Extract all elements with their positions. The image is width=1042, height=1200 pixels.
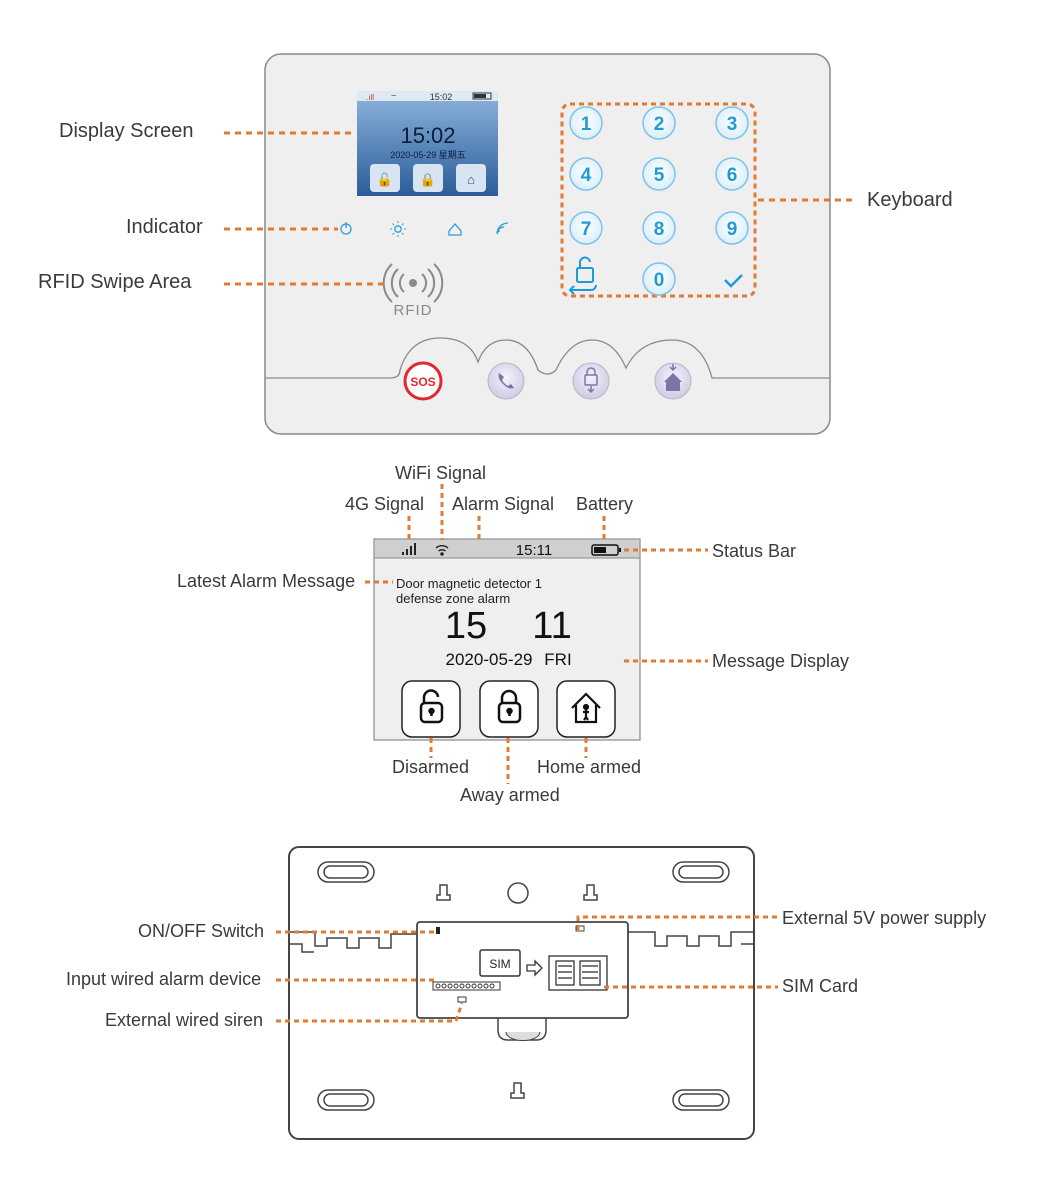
key-9-label: 9 — [727, 219, 738, 240]
svg-text:⌂: ⌂ — [467, 172, 475, 187]
sos-label: SOS — [410, 375, 435, 389]
key-4-label: 4 — [581, 165, 592, 186]
label-wifi-signal: WiFi Signal — [395, 463, 487, 483]
center-screw-hole — [507, 882, 529, 904]
svg-text:.ıll: .ıll — [366, 93, 374, 102]
disarm-button[interactable] — [401, 680, 461, 738]
power-port — [575, 925, 585, 932]
svg-text:🔒: 🔒 — [420, 172, 436, 187]
key-6[interactable] — [715, 157, 749, 191]
label-rfid: RFID Swipe Area — [38, 271, 192, 293]
home-arm-button[interactable] — [654, 362, 692, 400]
arrow-icon — [526, 959, 543, 977]
phone-icon — [498, 373, 514, 389]
panel-screen-status-time: 15:02 — [430, 92, 453, 102]
key-2[interactable] — [642, 106, 676, 140]
label-disarmed: Disarmed — [392, 757, 470, 777]
mounting-slots — [317, 861, 730, 1111]
label-external-siren: External wired siren — [105, 1010, 264, 1030]
key-0-label: 0 — [654, 270, 665, 291]
locked-icon — [497, 689, 522, 724]
detail-message-line2: defense zone alarm — [396, 591, 510, 606]
away-arm-button[interactable] — [479, 680, 539, 738]
sim-card-graphic — [479, 949, 521, 977]
clip-marks — [436, 884, 598, 1099]
svg-text:🔓: 🔓 — [377, 172, 393, 187]
key-3-label: 3 — [727, 114, 738, 135]
label-display-screen: Display Screen — [59, 120, 194, 142]
key-1-label: 1 — [581, 114, 592, 135]
label-indicator: Indicator — [126, 216, 203, 238]
home-indicator-icon — [448, 223, 462, 236]
label-onoff-switch: ON/OFF Switch — [138, 921, 265, 941]
panel-screen-date: 2020-05-29 星期五 — [390, 150, 466, 160]
signal-indicator-icon — [496, 222, 509, 235]
rfid-text: RFID — [394, 302, 433, 319]
back-panel-diagram: SIM — [276, 846, 778, 1140]
key-7[interactable] — [569, 211, 603, 245]
onoff-switch[interactable] — [436, 927, 440, 934]
sun-indicator-icon — [394, 225, 402, 233]
detail-clock-minutes: 11 — [532, 605, 571, 647]
wifi-icon — [435, 545, 449, 556]
label-4g-signal: 4G Signal — [345, 494, 425, 514]
label-latest-alarm: Latest Alarm Message — [177, 571, 356, 591]
key-9[interactable] — [715, 211, 749, 245]
key-8-label: 8 — [654, 219, 665, 240]
signal-4g-icon — [402, 543, 416, 555]
label-external-power: External 5V power supply — [782, 908, 987, 928]
battery-icon — [591, 544, 621, 556]
indicator-row — [340, 221, 509, 237]
arm-button[interactable] — [572, 362, 610, 400]
detail-status-time: 15:11 — [516, 542, 552, 559]
unlocked-icon — [419, 689, 444, 724]
label-message-display: Message Display — [712, 651, 850, 671]
svg-text:⌔: ⌔ — [390, 93, 398, 102]
key-5[interactable] — [642, 157, 676, 191]
detail-message-line1: Door magnetic detector 1 — [396, 576, 542, 591]
key-5-label: 5 — [654, 165, 665, 186]
terminal-block — [432, 981, 501, 991]
confirm-key-icon[interactable] — [724, 274, 743, 288]
label-sim-card: SIM Card — [782, 976, 859, 996]
home-arm-screen-button[interactable] — [556, 680, 616, 738]
key-4[interactable] — [569, 157, 603, 191]
key-3[interactable] — [715, 106, 749, 140]
label-battery: Battery — [576, 494, 634, 514]
label-home-armed: Home armed — [537, 757, 642, 777]
label-away-armed: Away armed — [460, 785, 560, 805]
detail-clock-hours: 15 — [445, 605, 487, 647]
key-1[interactable] — [569, 106, 603, 140]
panel-bottom-curve — [266, 337, 829, 379]
side-rails — [290, 931, 753, 953]
label-keyboard: Keyboard — [867, 189, 953, 211]
label-input-wired: Input wired alarm device — [66, 969, 262, 989]
label-status-bar: Status Bar — [712, 541, 797, 561]
call-button[interactable] — [487, 362, 525, 400]
label-alarm-signal: Alarm Signal — [452, 494, 555, 514]
detail-weekday: FRI — [544, 650, 571, 669]
home-person-icon — [571, 692, 601, 724]
home-icon — [664, 364, 682, 391]
key-0[interactable] — [642, 262, 676, 296]
panel-body — [264, 53, 831, 435]
panel-screen-clock: 15:02 — [400, 123, 455, 148]
key-2-label: 2 — [654, 114, 665, 135]
front-panel-diagram: 15:02 .ıll ⌔ 15:02 2020-05-29 星期五 🔓 🔒 ⌂ … — [224, 53, 856, 435]
key-8[interactable] — [642, 211, 676, 245]
key-7-label: 7 — [581, 219, 592, 240]
unlock-key-icon[interactable] — [568, 256, 597, 295]
detail-date: 2020-05-29 — [446, 650, 533, 669]
control-module — [416, 921, 629, 1019]
lock-icon — [584, 367, 598, 394]
sim-slot — [548, 955, 608, 991]
siren-port — [457, 996, 467, 1003]
key-6-label: 6 — [727, 165, 738, 186]
screen-detail-diagram: 15:11 Door magnetic detector 1 defense z… — [365, 484, 708, 784]
sim-text: SIM — [489, 957, 510, 971]
sos-button[interactable] — [403, 361, 443, 401]
